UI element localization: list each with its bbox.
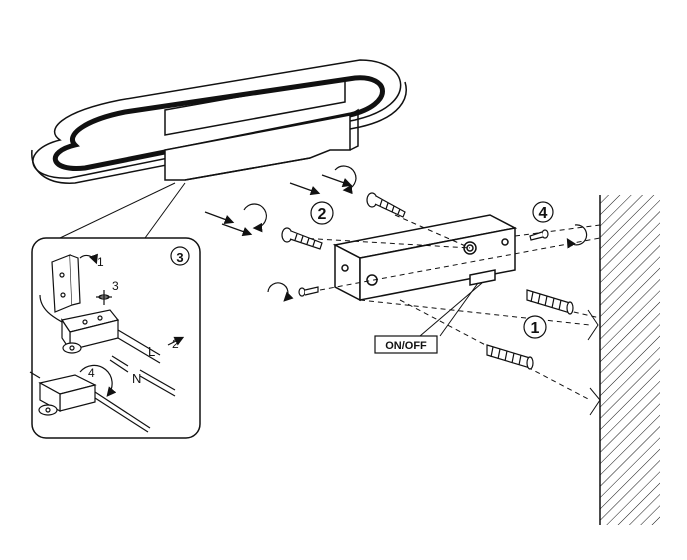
step-3-marker <box>170 246 190 266</box>
inset-sub-2: 2 <box>172 337 179 351</box>
step-4-marker: 4 <box>532 201 554 223</box>
wall <box>599 195 660 525</box>
inset-sub-3: 3 <box>112 279 119 293</box>
direction-arrows <box>204 165 588 302</box>
assembly-lines <box>299 214 601 401</box>
wiring-inset: 3 <box>29 237 201 439</box>
small-screw-right <box>529 229 549 241</box>
step-3-label: 3 <box>176 250 183 265</box>
step-2-marker: 2 <box>310 201 334 225</box>
svg-text:4: 4 <box>539 205 548 222</box>
wire-live-label: L <box>148 344 155 359</box>
callout-lines <box>59 182 186 239</box>
wire-neutral-label: N <box>132 371 141 386</box>
svg-text:ON/OFF: ON/OFF <box>385 340 427 352</box>
screw-upper <box>366 192 406 218</box>
step-1-marker: 1 <box>523 315 547 339</box>
onoff-callout: ON/OFF <box>374 282 483 354</box>
small-screw-left <box>298 286 319 297</box>
mounting-box <box>332 214 518 302</box>
screw-lower <box>281 227 323 250</box>
inset-sub-4: 4 <box>88 366 95 380</box>
inset-sub-1: 1 <box>97 255 104 269</box>
wall-plug-lower <box>486 344 534 370</box>
lamp-body <box>31 59 407 184</box>
wall-hole-marks <box>587 309 601 416</box>
svg-text:1: 1 <box>531 320 540 337</box>
wall-plug-upper <box>526 289 574 315</box>
svg-text:2: 2 <box>318 206 327 223</box>
